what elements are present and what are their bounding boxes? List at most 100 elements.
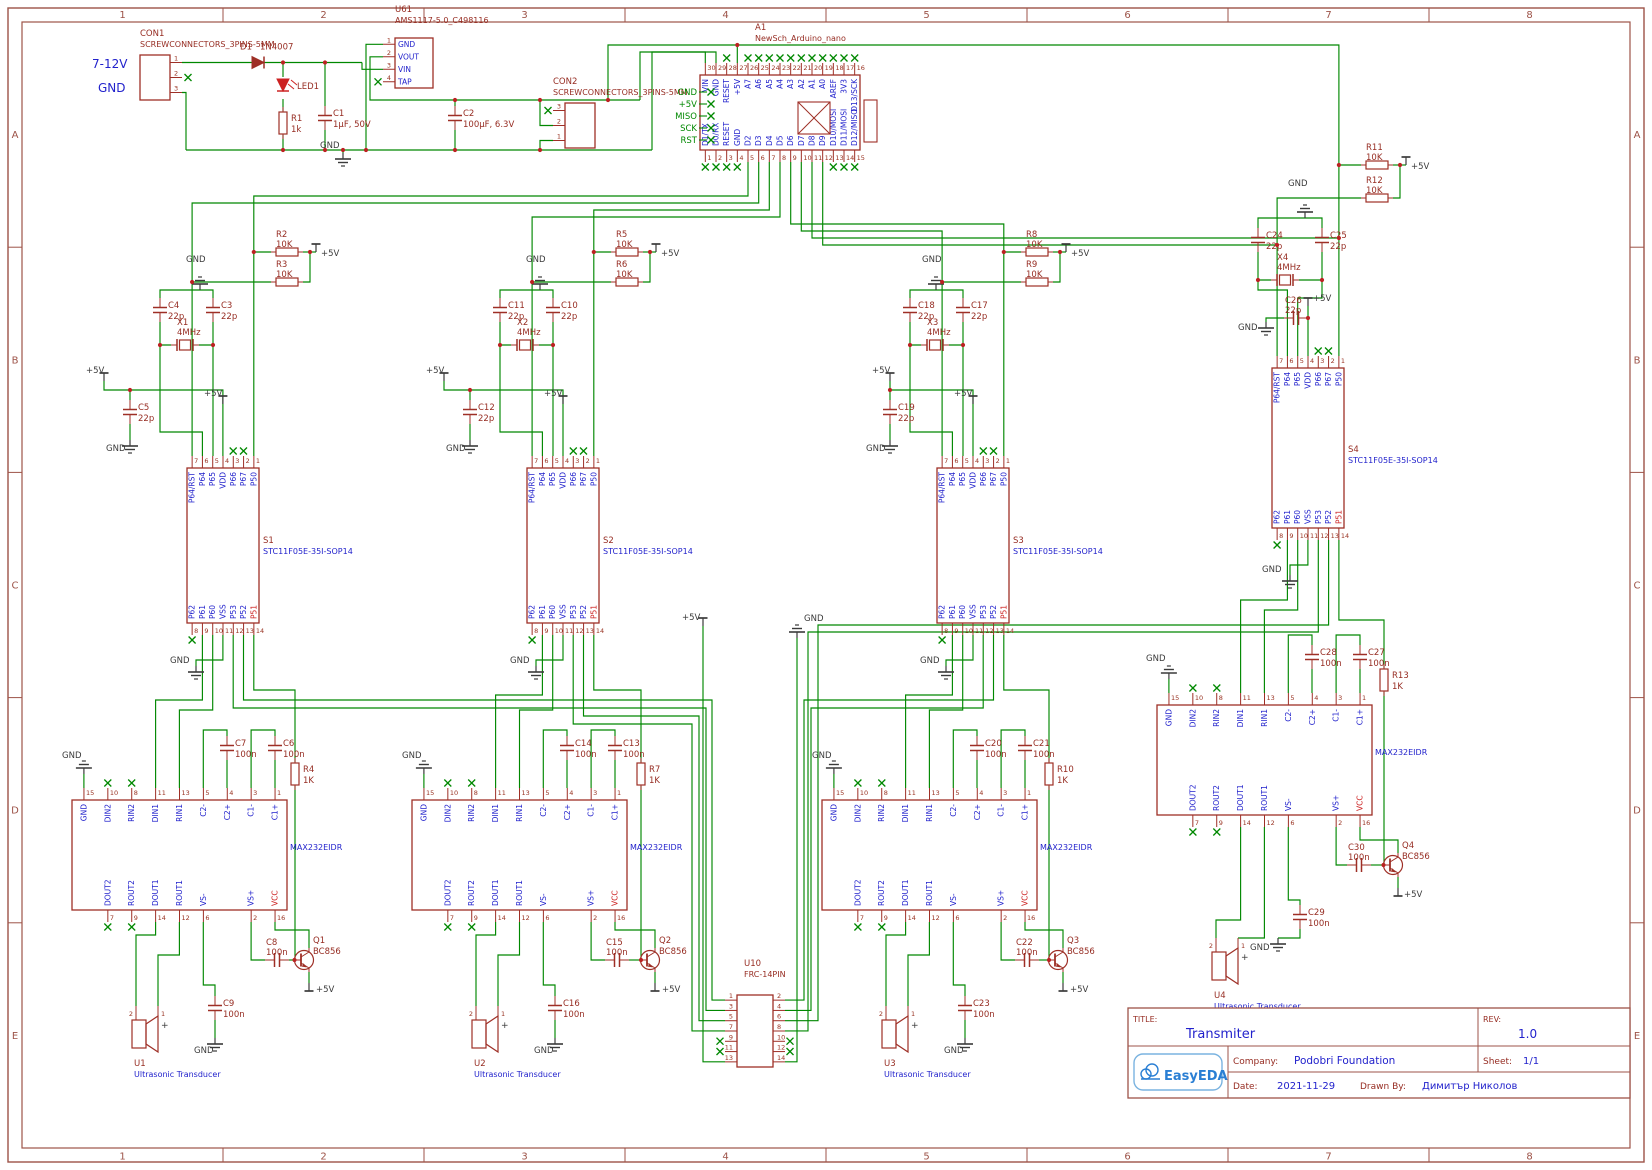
vcc-symbol[interactable]: +5V <box>954 389 978 404</box>
vcc-symbol[interactable]: +5V <box>311 243 340 259</box>
gnd-symbol[interactable]: GND <box>194 1038 223 1056</box>
wire[interactable] <box>1299 252 1323 281</box>
wire[interactable] <box>651 51 717 150</box>
wire[interactable] <box>785 635 984 1011</box>
wire[interactable] <box>890 389 974 456</box>
wire[interactable] <box>952 922 966 996</box>
wire[interactable] <box>909 322 921 346</box>
wire[interactable] <box>159 289 214 298</box>
ic-MAX232EIDR[interactable]: 15GND10DIN28RIN211DIN113RIN15C2-4C2+3C1-… <box>71 788 343 922</box>
wire[interactable] <box>542 729 568 788</box>
gnd-symbol[interactable]: GND <box>62 751 92 774</box>
vcc-symbol[interactable]: +5V <box>86 366 109 381</box>
wire[interactable] <box>1276 197 1361 245</box>
gnd-symbol[interactable]: GND <box>789 614 824 638</box>
wire[interactable] <box>607 44 1340 238</box>
wire[interactable] <box>1003 635 1050 762</box>
ic-S3[interactable]: 7P64/RST6P645P654VDD3P662P671P508P629P61… <box>936 456 1103 635</box>
vcc-symbol[interactable]: +5V <box>650 983 681 995</box>
gnd-symbol[interactable]: GND <box>1250 938 1286 953</box>
ic-MAX232EIDR[interactable]: 15GND10DIN28RIN211DIN113RIN15C2-4C2+3C1-… <box>1156 693 1428 827</box>
wire[interactable] <box>182 91 187 151</box>
wire[interactable] <box>572 635 725 1032</box>
wire[interactable] <box>1278 929 1301 939</box>
cap-C25[interactable]: C2522p <box>1315 228 1347 252</box>
wire[interactable] <box>103 381 224 456</box>
wire[interactable] <box>1393 165 1401 199</box>
wire[interactable] <box>590 729 616 788</box>
wire[interactable] <box>1265 317 1284 322</box>
wire[interactable] <box>202 729 228 788</box>
wire[interactable] <box>1335 634 1361 693</box>
gnd-symbol[interactable]: GND <box>186 255 208 290</box>
ic-MAX232EIDR[interactable]: 15GND10DIN28RIN211DIN113RIN15C2-4C2+3C1-… <box>821 788 1093 922</box>
wire[interactable] <box>1359 827 1399 853</box>
gnd-symbol[interactable]: GND <box>1146 654 1177 679</box>
wire[interactable] <box>1238 827 1265 939</box>
wire[interactable] <box>702 626 725 1063</box>
wire[interactable] <box>499 289 554 298</box>
wire[interactable] <box>242 635 726 1001</box>
wire[interactable] <box>1215 827 1242 938</box>
wire[interactable] <box>909 345 953 456</box>
wire[interactable] <box>365 43 383 150</box>
wire[interactable] <box>614 922 656 948</box>
wire[interactable] <box>593 162 770 456</box>
wire[interactable] <box>1000 922 1015 961</box>
wire[interactable] <box>475 922 497 1006</box>
wire[interactable] <box>909 289 964 298</box>
vcc-symbol[interactable]: +5V <box>1393 888 1423 900</box>
wire[interactable] <box>199 322 214 346</box>
gnd-symbol[interactable]: GND <box>1288 179 1313 218</box>
wire[interactable] <box>495 635 543 788</box>
wire[interactable] <box>785 638 798 1063</box>
ic-S1[interactable]: 7P64/RST6P645P654VDD3P662P671P508P629P61… <box>186 456 353 635</box>
wire[interactable] <box>250 922 265 961</box>
wire[interactable] <box>643 252 651 283</box>
wire[interactable] <box>952 729 978 788</box>
wire[interactable] <box>135 922 157 1006</box>
led-LED1[interactable]: LED1 <box>276 78 319 93</box>
gnd-symbol[interactable]: GND <box>1238 322 1274 336</box>
wire[interactable] <box>191 162 760 456</box>
vcc-symbol[interactable]: +5V <box>872 366 895 381</box>
ic-A1[interactable]: 30VIN29GND28RESET27+5V26A725A624A523A422… <box>699 23 865 162</box>
vcc-symbol[interactable]: +5V <box>1058 983 1089 995</box>
wire[interactable] <box>1287 634 1313 693</box>
ic-S2[interactable]: 7P64/RST6P645P654VDD3P662P671P508P629P61… <box>526 456 693 635</box>
gnd-symbol[interactable]: GND <box>534 1038 563 1056</box>
wire[interactable] <box>790 162 1005 456</box>
